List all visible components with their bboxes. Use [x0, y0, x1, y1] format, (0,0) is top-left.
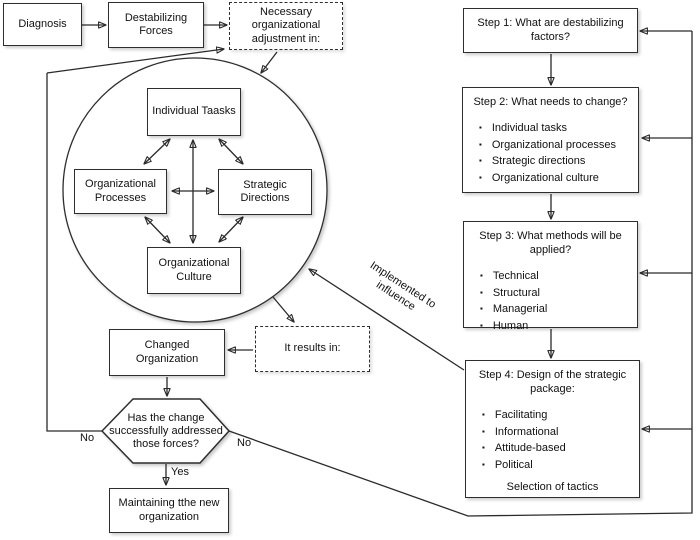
no-right-loop-line — [228, 31, 693, 517]
bullet-item: Organizational culture — [479, 170, 638, 187]
arrow-adjustment-to-circle — [261, 51, 278, 73]
maintaining-organization-box: Maintaining tthe new organization — [109, 488, 229, 533]
step2-box: Step 2: What needs to change? Individual… — [462, 87, 639, 193]
arrow-step4-to-circle — [309, 269, 465, 371]
diagnosis-box: Diagnosis — [3, 3, 82, 46]
bullet-item: Attitude-based — [482, 440, 639, 457]
bullet-item: Strategic directions — [479, 153, 638, 170]
individual-tasks-box: Individual Taasks — [147, 88, 241, 136]
arrow-circle-to-results — [272, 296, 294, 322]
bullet-item: Informational — [482, 424, 639, 441]
step1-title: Step 1: What are destabilizing factors? — [477, 17, 624, 43]
arrow-directions-culture — [219, 217, 243, 242]
step4-box: Step 4: Design of the strategic package:… — [465, 360, 640, 498]
bullet-item: Structural — [480, 285, 637, 302]
step4-footer: Selection of tactics — [506, 481, 599, 493]
organizational-processes-box: Organizational Processes — [74, 169, 167, 214]
step3-title: Step 3: What methods will be applied? — [479, 230, 622, 256]
arrow-tasks-directions — [219, 139, 243, 164]
step3-bullet-list: Technical Structural Managerial Human — [464, 268, 637, 334]
organizational-culture-box: Organizational Culture — [147, 247, 241, 294]
arrow-no-loop-to-adjustment — [46, 49, 224, 74]
step2-title: Step 2: What needs to change? — [473, 96, 628, 108]
strategic-directions-box: Strategic Directions — [218, 169, 312, 215]
bullet-item: Managerial — [480, 301, 637, 318]
step3-box: Step 3: What methods will be applied? Te… — [463, 221, 638, 332]
step4-bullet-list: Facilitating Informational Attitude-base… — [466, 407, 639, 473]
no-label-left: No — [80, 432, 95, 444]
bullet-item: Technical — [480, 268, 637, 285]
bullet-item: Political — [482, 457, 639, 474]
bullet-item: Facilitating — [482, 407, 639, 424]
step4-title: Step 4: Design of the strategic package: — [478, 369, 627, 395]
no-label-right: No — [237, 437, 252, 449]
necessary-adjustment-box: Necessary organizational adjustment in: — [229, 2, 343, 50]
step2-bullet-list: Individual tasks Organizational processe… — [463, 120, 638, 186]
yes-label: Yes — [171, 466, 189, 478]
it-results-in-box: It results in: — [255, 326, 370, 372]
no-left-loop-line — [46, 73, 103, 432]
arrow-tasks-processes — [144, 139, 170, 164]
arrow-processes-culture — [145, 217, 170, 243]
decision-question: Has the change successfully addressed th… — [109, 411, 223, 450]
step1-box: Step 1: What are destabilizing factors? — [463, 8, 638, 53]
bullet-item: Organizational processes — [479, 137, 638, 154]
changed-organization-box: Changed Organization — [109, 329, 225, 376]
bullet-item: Human — [480, 318, 637, 335]
bullet-item: Individual tasks — [479, 120, 638, 137]
destabilizing-forces-box: Destabilizing Forces — [108, 2, 204, 48]
